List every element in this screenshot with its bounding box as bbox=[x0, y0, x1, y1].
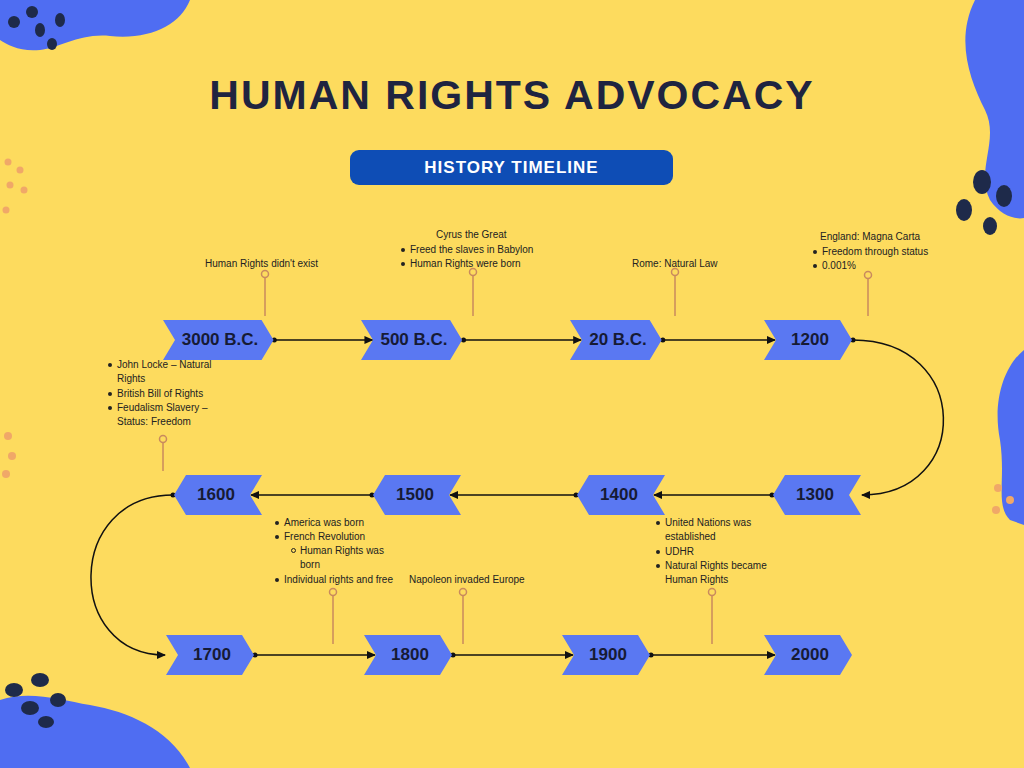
connector-line bbox=[91, 495, 173, 655]
dot bbox=[1006, 496, 1014, 504]
bullet-note: Individual rights and free bbox=[272, 573, 393, 587]
note: Rome: Natural Law bbox=[632, 257, 718, 271]
year-text: 1300 bbox=[796, 485, 834, 505]
bullet-note: Human Rights were born bbox=[398, 257, 521, 271]
side-blob bbox=[998, 350, 1024, 525]
bullet-note: Human Rights was born bbox=[288, 544, 398, 572]
year-chevron: 1200 bbox=[764, 320, 852, 360]
bullet-note: UDHR bbox=[653, 545, 694, 559]
year-text: 3000 B.C. bbox=[182, 330, 259, 350]
year-chevron: 500 B.C. bbox=[361, 320, 462, 360]
bullet-note: Natural Rights became Human Rights bbox=[653, 559, 777, 587]
bullet-note: Feudalism Slavery – Status: Freedom bbox=[105, 401, 225, 429]
note: England: Magna Carta bbox=[820, 230, 920, 244]
timeline-connector bbox=[251, 493, 375, 498]
connector-line bbox=[651, 654, 775, 656]
dot bbox=[5, 683, 23, 697]
year-text: 1700 bbox=[193, 645, 231, 665]
timeline-connector bbox=[461, 338, 581, 343]
dot bbox=[50, 693, 66, 707]
bullet-note: Freed the slaves in Babylon bbox=[398, 243, 533, 257]
note: Napoleon invaded Europe bbox=[409, 573, 525, 587]
bullet-note: British Bill of Rights bbox=[105, 387, 203, 401]
year-text: 1600 bbox=[197, 485, 235, 505]
year-text: 1200 bbox=[791, 330, 829, 350]
year-chevron: 1700 bbox=[166, 635, 254, 675]
year-text: 1400 bbox=[600, 485, 638, 505]
dot bbox=[7, 182, 14, 189]
year-chevron: 1600 bbox=[174, 475, 262, 515]
title-badge: HISTORY TIMELINE bbox=[350, 150, 673, 185]
year-chevron: 1800 bbox=[364, 635, 452, 675]
note: Human Rights didn't exist bbox=[205, 257, 318, 271]
year-text: 1900 bbox=[589, 645, 627, 665]
note: Cyrus the Great bbox=[436, 228, 507, 242]
dot bbox=[994, 484, 1002, 492]
corner-blob bbox=[0, 696, 190, 768]
dot bbox=[55, 13, 65, 27]
dot bbox=[8, 452, 16, 460]
dot bbox=[21, 187, 28, 194]
connector-line bbox=[663, 339, 775, 341]
dot bbox=[2, 470, 10, 478]
dot bbox=[3, 207, 10, 214]
timeline-connector bbox=[272, 338, 373, 343]
dot bbox=[17, 167, 24, 174]
timeline-connector bbox=[660, 338, 775, 343]
year-chevron: 1900 bbox=[562, 635, 650, 675]
dot bbox=[992, 506, 1000, 514]
year-text: 2000 bbox=[791, 645, 829, 665]
connector-line bbox=[464, 339, 582, 341]
year-chevron: 1400 bbox=[577, 475, 665, 515]
year-chevron: 1300 bbox=[773, 475, 861, 515]
dot bbox=[21, 701, 39, 715]
bullet-note: United Nations was established bbox=[653, 516, 761, 544]
year-chevron: 2000 bbox=[764, 635, 852, 675]
year-text: 1800 bbox=[391, 645, 429, 665]
connector-line bbox=[255, 654, 375, 656]
bullet-note: John Locke – Natural Rights bbox=[105, 358, 229, 386]
connector-line bbox=[453, 654, 573, 656]
year-text: 20 B.C. bbox=[589, 330, 647, 350]
timeline-connector bbox=[654, 493, 775, 498]
dot bbox=[996, 185, 1012, 207]
dot bbox=[26, 6, 38, 18]
dot bbox=[983, 217, 997, 235]
year-chevron: 20 B.C. bbox=[570, 320, 662, 360]
corner-blob bbox=[0, 0, 190, 50]
connector-line bbox=[251, 494, 372, 496]
year-chevron: 1500 bbox=[373, 475, 461, 515]
dot bbox=[5, 159, 12, 166]
year-text: 1500 bbox=[396, 485, 434, 505]
dot bbox=[956, 199, 972, 221]
connector-line bbox=[853, 340, 943, 495]
timeline-connector bbox=[851, 338, 944, 496]
dot bbox=[31, 673, 49, 687]
dot bbox=[973, 170, 991, 194]
connector-line bbox=[274, 339, 372, 341]
timeline-connector bbox=[91, 493, 176, 656]
dot bbox=[35, 23, 45, 37]
timeline-connector bbox=[253, 653, 376, 658]
timeline-connector bbox=[649, 653, 776, 658]
dot bbox=[4, 432, 12, 440]
bullet-note: 0.001% bbox=[810, 259, 856, 273]
timeline-connector bbox=[451, 653, 574, 658]
dot bbox=[38, 716, 54, 728]
dot bbox=[8, 16, 20, 28]
connector-line bbox=[654, 494, 772, 496]
title: HUMAN RIGHTS ADVOCACY bbox=[0, 72, 1024, 119]
timeline-connector bbox=[450, 493, 579, 498]
dot bbox=[47, 38, 57, 50]
connector-line bbox=[450, 494, 576, 496]
leader-lines bbox=[160, 269, 872, 645]
corner-blob bbox=[965, 0, 1024, 218]
year-chevron: 3000 B.C. bbox=[163, 320, 274, 360]
bullet-note: French Revolution bbox=[272, 530, 365, 544]
bullet-note: Freedom through status bbox=[810, 245, 928, 259]
badge-text: HISTORY TIMELINE bbox=[424, 158, 598, 178]
bullet-note: America was born bbox=[272, 516, 364, 530]
year-text: 500 B.C. bbox=[380, 330, 447, 350]
